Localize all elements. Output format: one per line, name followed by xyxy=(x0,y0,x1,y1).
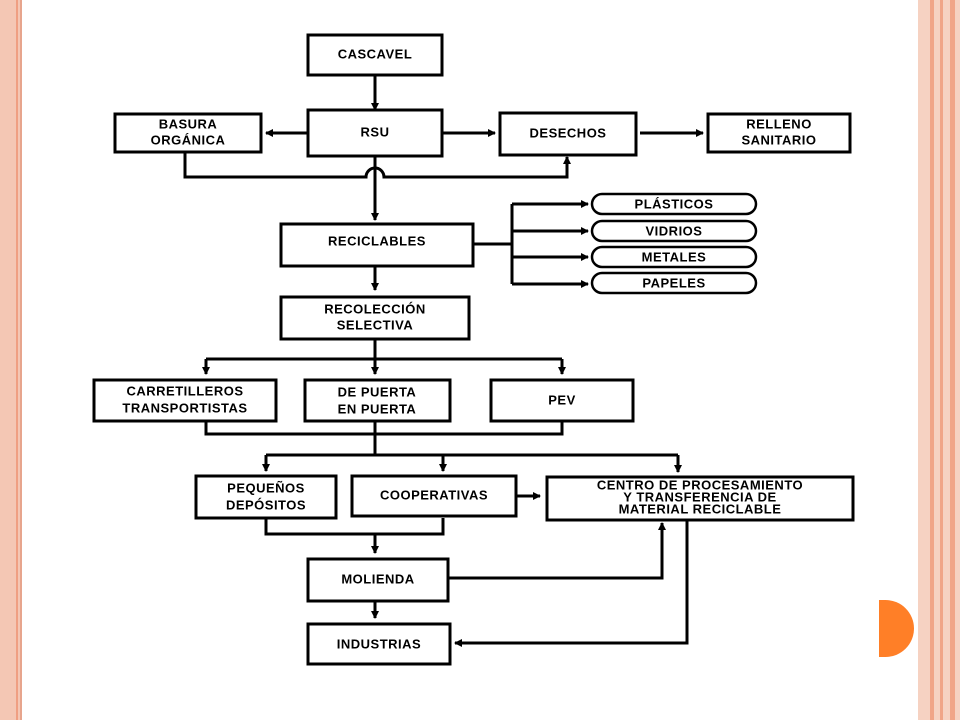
node-cascavel-label: CASCAVEL xyxy=(338,46,413,61)
node-molienda: MOLIENDA xyxy=(306,557,450,603)
edge-molienda-to-centro xyxy=(448,522,666,580)
node-cooperativas: COOPERATIVAS xyxy=(350,474,518,518)
node-molienda-label: MOLIENDA xyxy=(341,571,414,586)
node-pequenos-label-1: PEQUEÑOS xyxy=(227,480,305,495)
edges xyxy=(183,76,704,647)
node-papeles: PAPELES xyxy=(590,271,758,295)
node-de-puerta: DE PUERTA EN PUERTA xyxy=(303,378,452,423)
node-cooperativas-label: COOPERATIVAS xyxy=(380,487,488,502)
node-centro-label-1: CENTRO DE PROCESAMIENTO xyxy=(597,477,803,492)
node-papeles-label: PAPELES xyxy=(642,275,705,290)
node-pev-label: PEV xyxy=(548,392,576,407)
node-plasticos-label: PLÁSTICOS xyxy=(635,196,714,211)
node-recoleccion-selectiva: RECOLECCIÓN SELECTIVA xyxy=(279,295,471,341)
node-centro-procesamiento: CENTRO DE PROCESAMIENTO Y TRANSFERENCIA … xyxy=(545,475,855,522)
node-carretilleros: CARRETILLEROS TRANSPORTISTAS xyxy=(92,378,278,423)
edge-collectors-merge xyxy=(204,421,678,457)
node-metales-label: METALES xyxy=(642,249,707,264)
node-recoleccion-label-1: RECOLECCIÓN xyxy=(324,301,426,316)
node-rsu: RSU xyxy=(306,108,444,158)
node-pequenos-label-2: DEPÓSITOS xyxy=(226,497,306,512)
node-de-puerta-label-2: EN PUERTA xyxy=(338,401,417,416)
node-reciclables: RECICLABLES xyxy=(279,222,475,268)
node-recoleccion-label-2: SELECTIVA xyxy=(337,317,414,332)
node-rsu-label: RSU xyxy=(361,124,390,139)
node-desechos-label: DESECHOS xyxy=(530,125,607,140)
edge-centro-to-industrias xyxy=(454,520,689,647)
node-industrias: INDUSTRIAS xyxy=(306,622,452,666)
node-centro-label-3: MATERIAL RECICLABLE xyxy=(619,501,782,516)
node-cascavel: CASCAVEL xyxy=(306,33,444,77)
node-pev: PEV xyxy=(489,378,635,423)
edge-to-molienda xyxy=(264,518,445,553)
node-reciclables-label: RECICLABLES xyxy=(328,233,426,248)
right-frame-border xyxy=(918,0,960,720)
node-basura-label-2: ORGÁNICA xyxy=(151,132,226,147)
node-centro-label-2: Y TRANSFERENCIA DE xyxy=(623,489,776,504)
node-industrias-label: INDUSTRIAS xyxy=(337,636,421,651)
node-plasticos: PLÁSTICOS xyxy=(590,192,758,216)
node-relleno-label-1: RELLENO xyxy=(746,116,812,131)
edge-reciclables-to-materials xyxy=(473,204,514,284)
node-basura-label-1: BASURA xyxy=(159,116,218,131)
node-desechos: DESECHOS xyxy=(498,111,638,157)
node-basura-organica: BASURA ORGÁNICA xyxy=(113,112,263,154)
node-pequenos-depositos: PEQUEÑOS DEPÓSITOS xyxy=(194,474,338,520)
node-carretilleros-label-2: TRANSPORTISTAS xyxy=(122,400,247,415)
node-relleno-sanitario: RELLENO SANITARIO xyxy=(706,112,852,154)
node-carretilleros-label-1: CARRETILLEROS xyxy=(127,383,244,398)
left-frame-line xyxy=(16,0,18,720)
node-metales: METALES xyxy=(590,245,758,269)
node-vidrios-label: VIDRIOS xyxy=(646,223,703,238)
edge-recoleccion-branch xyxy=(206,339,562,361)
left-frame-border xyxy=(0,0,25,720)
node-relleno-label-2: SANITARIO xyxy=(741,132,816,147)
node-de-puerta-label-1: DE PUERTA xyxy=(338,384,417,399)
node-vidrios: VIDRIOS xyxy=(590,219,758,243)
